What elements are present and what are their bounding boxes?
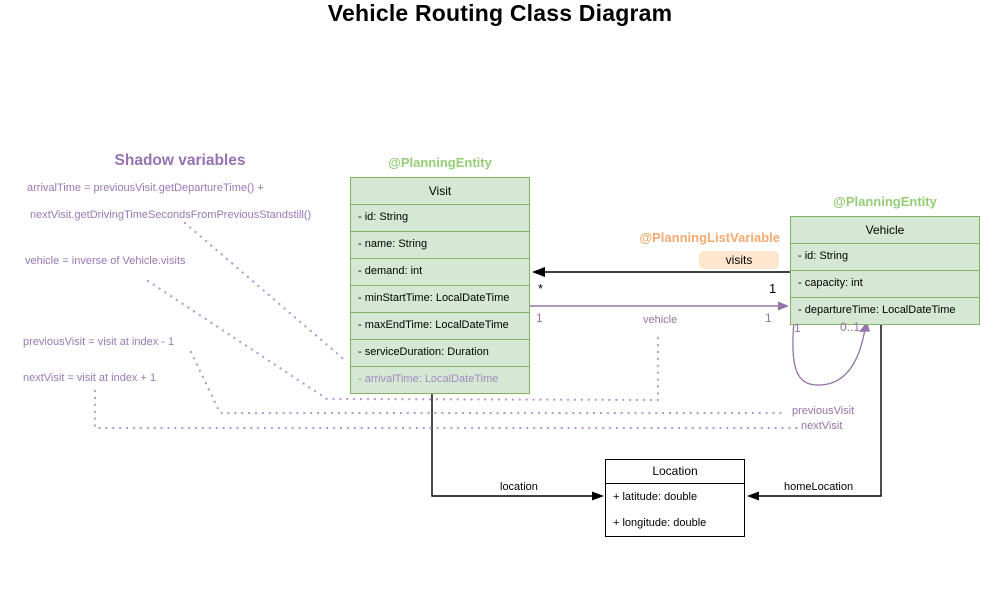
planning-list-variable-annotation: @PlanningListVariable [639, 230, 780, 245]
visit-class-name: Visit [428, 184, 452, 198]
visit-attr-demand: - demand: int [351, 258, 529, 285]
chain-loop-line [792, 320, 866, 386]
shadow-line-vehicle: vehicle = inverse of Vehicle.visits [25, 255, 186, 267]
visits-arrowhead-icon [532, 267, 545, 277]
visit-attr-min-start-time: - minStartTime: LocalDateTime [351, 285, 529, 312]
vehicle-ref-label: vehicle [643, 314, 678, 326]
vehicle-class-name: Vehicle [865, 223, 905, 237]
vehicle-class-box: Vehicle - id: String - capacity: int - d… [790, 216, 980, 325]
shadow-line-next-visit: nextVisit = visit at index + 1 [23, 372, 157, 384]
chain-loop-multiplicity-one: 1 [794, 321, 801, 335]
page-title: Vehicle Routing Class Diagram [327, 0, 673, 26]
visit-planning-entity-annotation: @PlanningEntity [388, 155, 492, 170]
previous-visit-label: previousVisit [792, 405, 855, 417]
vehicle-attr-capacity: - capacity: int [791, 270, 979, 297]
home-location-association-line [752, 322, 882, 497]
visit-attr-name: - name: String [351, 231, 529, 258]
visits-badge: visits [699, 251, 779, 269]
location-class-box: Location + latitude: double + longitude:… [605, 459, 745, 537]
vehicle-attr-departure-time: - departureTime: LocalDateTime [791, 297, 979, 324]
shadow-line-previous-visit: previousVisit = visit at index - 1 [23, 336, 175, 348]
visit-attr-service-duration: - serviceDuration: Duration [351, 339, 529, 366]
vehicle-arrowhead-icon [778, 301, 789, 311]
dotted-link-vehicle [146, 279, 660, 402]
vehicle-planning-entity-annotation: @PlanningEntity [833, 194, 937, 209]
visit-attr-id: - id: String [351, 204, 529, 231]
location-ref-label: location [500, 481, 538, 493]
vehicle-ref-multiplicity-right: 1 [765, 311, 772, 325]
dotted-link-arrival-time [183, 221, 349, 364]
location-arrowhead-icon [592, 491, 604, 501]
location-association-line [431, 387, 599, 497]
home-location-arrowhead-icon [747, 491, 759, 501]
visit-class-box: Visit - id: String - name: String - dema… [350, 177, 530, 394]
visit-attr-max-end-time: - maxEndTime: LocalDateTime [351, 312, 529, 339]
home-location-ref-label: homeLocation [784, 481, 854, 493]
location-class-name: Location [606, 460, 744, 484]
next-visit-label: nextVisit [801, 420, 843, 432]
visits-multiplicity-star: * [538, 281, 544, 296]
chain-loop-multiplicity-zero-one: 0..1 [840, 320, 861, 334]
vehicle-attr-id: - id: String [791, 243, 979, 270]
location-attr-latitude: + latitude: double [613, 491, 698, 503]
vehicle-ref-multiplicity-left: 1 [536, 311, 543, 325]
shadow-line-arrival-time-1: arrivalTime = previousVisit.getDeparture… [27, 182, 264, 194]
shadow-line-arrival-time-2: nextVisit.getDrivingTimeSecondsFromPrevi… [30, 209, 312, 221]
location-attr-longitude: + longitude: double [613, 517, 707, 529]
shadow-variables-heading: Shadow variables [114, 152, 246, 169]
dotted-link-next-visit [93, 389, 801, 430]
visits-multiplicity-one: 1 [769, 281, 777, 296]
visit-attr-arrival-time: - arrivalTime: LocalDateTime [351, 366, 529, 393]
